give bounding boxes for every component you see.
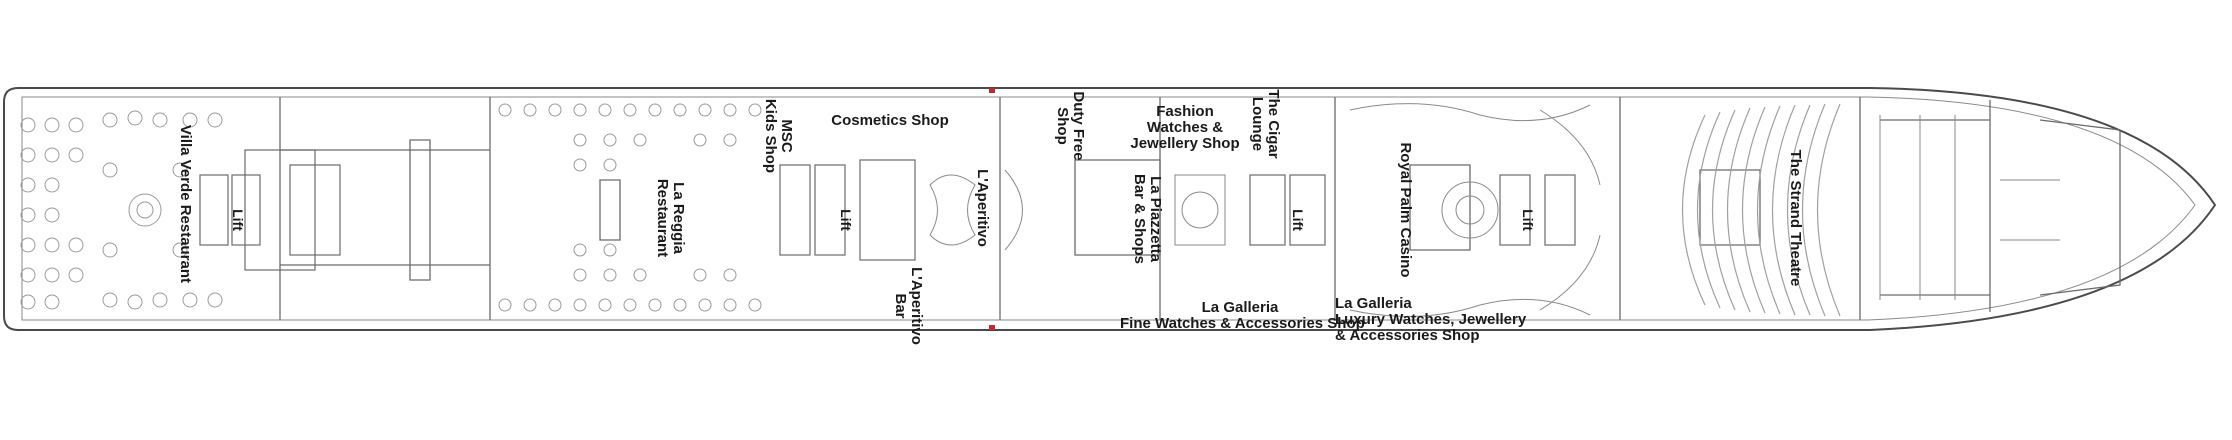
fashion-line1: Fashion bbox=[1156, 103, 1214, 120]
piazzetta-line1: La Piazzetta bbox=[1147, 176, 1164, 262]
galleria-luxury-line1: La Galleria bbox=[1335, 295, 1412, 312]
aperitivo-bar-line1: L'Aperitivo bbox=[908, 267, 925, 345]
boundary-marker bbox=[989, 325, 995, 330]
aperitivo-bar-label: L'Aperitivo Bar bbox=[892, 261, 925, 351]
aperitivo-bar-line2: Bar bbox=[892, 293, 909, 319]
msc-kids-line1: MSC bbox=[778, 119, 795, 153]
la-reggia-tables bbox=[498, 103, 762, 312]
msc-kids-label: MSC Kids Shop bbox=[762, 96, 795, 176]
galleria-luxury-line3: & Accessories Shop bbox=[1335, 327, 1480, 344]
galleria-fine-line1: La Galleria bbox=[1201, 299, 1279, 316]
casino-features bbox=[1349, 103, 1601, 317]
galleria-luxury-line2: Luxury Watches, Jewellery bbox=[1335, 311, 1527, 328]
duty-free-line2: Shop bbox=[1054, 107, 1071, 145]
duty-free-label: Duty Free Shop bbox=[1054, 86, 1087, 166]
la-reggia-line2: Restaurant bbox=[654, 178, 671, 258]
duty-free-line1: Duty Free bbox=[1070, 91, 1087, 161]
casino-label: Royal Palm Casino bbox=[1397, 142, 1414, 278]
lift-label-4: Lift bbox=[1520, 209, 1536, 231]
lift-label-2: Lift bbox=[838, 209, 854, 231]
corridors bbox=[279, 97, 2121, 320]
lift-label-1: Lift bbox=[230, 209, 246, 231]
fashion-label: Fashion Watches & Jewellery Shop bbox=[1110, 104, 1260, 152]
fashion-line3: Jewellery Shop bbox=[1130, 135, 1240, 152]
hull-inner bbox=[21, 96, 2196, 321]
cigar-line2: Lounge bbox=[1249, 96, 1266, 152]
lift-blocks bbox=[199, 149, 1576, 271]
boundary-marker bbox=[989, 88, 995, 93]
villa-verde-label: Villa Verde Restaurant bbox=[177, 124, 194, 284]
cosmetics-label: Cosmetics Shop bbox=[831, 112, 949, 129]
fashion-line2: Watches & bbox=[1146, 119, 1224, 136]
villa-verde-tables bbox=[20, 110, 223, 310]
aperitivo-label: L'Aperitivo bbox=[974, 169, 991, 247]
galleria-fine-line2: Fine Watches & Accessories Shop bbox=[1120, 315, 1365, 332]
piazzetta-line2: Bar & Shops bbox=[1131, 173, 1148, 264]
lift-label-3: Lift bbox=[1290, 209, 1306, 231]
galleria-luxury-label: La Galleria Luxury Watches, Jewellery & … bbox=[1335, 296, 1535, 344]
theatre-label: The Strand Theatre bbox=[1787, 149, 1804, 287]
stern-features bbox=[1879, 115, 2060, 300]
theatre-seating bbox=[1682, 103, 1841, 317]
galleria-fine-label: La Galleria Fine Watches & Accessories S… bbox=[1120, 299, 1365, 332]
la-reggia-label: La Reggia Restaurant bbox=[654, 168, 687, 268]
cigar-line1: The Cigar bbox=[1265, 89, 1282, 159]
cigar-lounge-label: The Cigar Lounge bbox=[1249, 79, 1282, 169]
piazzetta-label: La Piazzetta Bar & Shops bbox=[1131, 169, 1164, 269]
hull-outline bbox=[3, 87, 2217, 331]
msc-kids-line2: Kids Shop bbox=[762, 98, 779, 174]
piazzetta-features bbox=[929, 169, 1226, 251]
la-reggia-line1: La Reggia bbox=[670, 182, 687, 254]
